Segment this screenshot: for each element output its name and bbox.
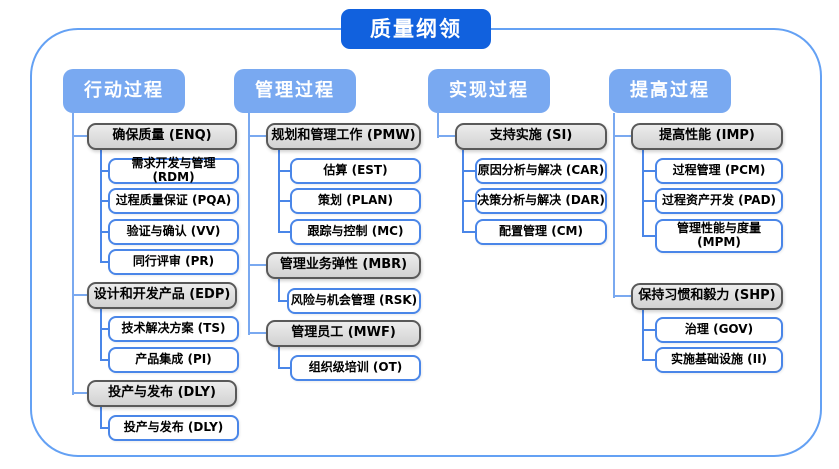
leaf-connector-stub: [278, 367, 290, 369]
tree-connector-stub: [72, 135, 87, 137]
group-node: 确保质量 (ENQ): [87, 123, 237, 150]
diagram-title: 质量纲领: [341, 9, 491, 49]
leaf-connector-stub: [100, 231, 108, 233]
leaf-connector-stub: [642, 200, 655, 202]
leaf-connector-stub: [278, 200, 290, 202]
tree-connector-vertical: [437, 113, 439, 138]
leaf-node: 产品集成 (PI): [108, 347, 239, 373]
leaf-node: 需求开发与管理 (RDM): [108, 156, 239, 184]
leaf-connector-vertical: [462, 150, 464, 233]
leaf-connector-stub: [100, 328, 108, 330]
leaf-node: 配置管理 (CM): [475, 219, 607, 245]
process-column-header: 实现过程: [428, 69, 550, 113]
leaf-connector-stub: [642, 170, 655, 172]
tree-connector-vertical: [72, 113, 74, 395]
leaf-connector-stub: [462, 200, 475, 202]
leaf-node: 管理性能与度量 (MPM): [655, 219, 783, 253]
leaf-connector-stub: [100, 359, 108, 361]
group-node: 支持实施 (SI): [455, 123, 607, 150]
leaf-connector-stub: [100, 427, 108, 429]
leaf-connector-vertical: [278, 279, 280, 302]
leaf-connector-vertical: [642, 150, 644, 237]
tree-connector-vertical: [613, 113, 615, 298]
leaf-connector-stub: [278, 300, 287, 302]
leaf-node: 实施基础设施 (II): [655, 347, 783, 373]
leaf-node: 估算 (EST): [290, 158, 421, 184]
leaf-connector-vertical: [278, 150, 280, 233]
leaf-node: 同行评审 (PR): [108, 249, 239, 275]
group-node: 提高性能 (IMP): [631, 123, 783, 150]
leaf-node: 风险与机会管理 (RSK): [287, 288, 421, 314]
leaf-node: 过程质量保证 (PQA): [108, 188, 239, 214]
leaf-connector-vertical: [278, 347, 280, 369]
leaf-node: 投产与发布 (DLY): [108, 415, 239, 441]
leaf-connector-vertical: [100, 150, 102, 263]
group-node: 保持习惯和毅力 (SHP): [631, 283, 783, 310]
group-node: 设计和开发产品 (EDP): [87, 282, 237, 309]
tree-connector-stub: [248, 135, 266, 137]
leaf-node: 过程管理 (PCM): [655, 158, 783, 184]
leaf-connector-stub: [278, 170, 290, 172]
leaf-connector-stub: [462, 170, 475, 172]
group-node: 规划和管理工作 (PMW): [266, 123, 421, 150]
tree-connector-stub: [248, 264, 266, 266]
tree-connector-stub: [72, 294, 87, 296]
group-node: 管理员工 (MWF): [266, 320, 421, 347]
tree-connector-stub: [437, 135, 455, 137]
leaf-connector-stub: [462, 231, 475, 233]
leaf-connector-stub: [100, 170, 108, 172]
leaf-node: 组织级培训 (OT): [290, 355, 421, 381]
leaf-node: 决策分析与解决 (DAR): [475, 188, 607, 214]
leaf-node: 策划 (PLAN): [290, 188, 421, 214]
leaf-node: 原因分析与解决 (CAR): [475, 158, 607, 184]
tree-connector-stub: [72, 392, 87, 394]
leaf-node: 过程资产开发 (PAD): [655, 188, 783, 214]
group-node: 管理业务弹性 (MBR): [266, 252, 421, 279]
process-column-header: 提高过程: [609, 69, 731, 113]
tree-connector-stub: [248, 332, 266, 334]
leaf-connector-stub: [642, 329, 655, 331]
leaf-connector-vertical: [642, 310, 644, 361]
leaf-connector-stub: [642, 235, 655, 237]
tree-connector-stub: [613, 295, 631, 297]
leaf-connector-stub: [642, 359, 655, 361]
leaf-connector-stub: [278, 231, 290, 233]
leaf-node: 技术解决方案 (TS): [108, 316, 239, 342]
leaf-node: 验证与确认 (VV): [108, 219, 239, 245]
process-column-header: 管理过程: [234, 69, 356, 113]
process-column-header: 行动过程: [63, 69, 185, 113]
leaf-connector-stub: [100, 200, 108, 202]
group-node: 投产与发布 (DLY): [87, 380, 237, 407]
tree-connector-vertical: [248, 113, 250, 335]
tree-connector-stub: [613, 135, 631, 137]
leaf-node: 治理 (GOV): [655, 317, 783, 343]
leaf-node: 跟踪与控制 (MC): [290, 219, 421, 245]
leaf-connector-vertical: [100, 309, 102, 361]
leaf-connector-stub: [100, 261, 108, 263]
leaf-connector-vertical: [100, 407, 102, 429]
